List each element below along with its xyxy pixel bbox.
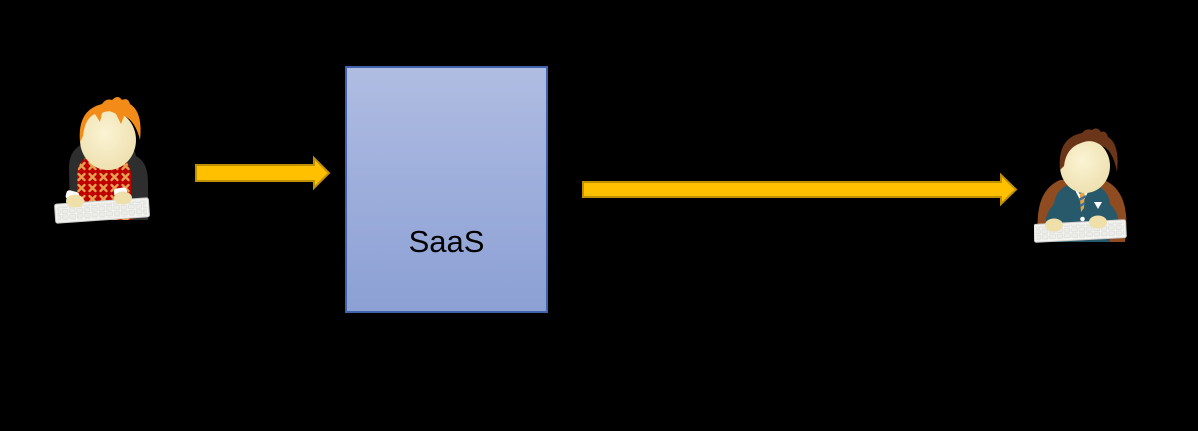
arrow-right-icon [582,172,1018,207]
pocket-square [1094,202,1102,209]
jacket-button [1080,216,1085,222]
face [80,110,136,170]
hand [1089,215,1107,229]
hair [79,97,141,142]
hand [66,194,84,208]
saas-node: SaaS [345,66,548,313]
arrow-right-icon [195,155,331,191]
hand [1045,218,1063,232]
businessman-at-computer-icon [1034,128,1127,243]
hand [114,191,132,205]
face [1060,139,1110,193]
hair [1059,128,1118,172]
casual-user-at-computer-icon [54,97,150,224]
saas-node-label: SaaS [408,224,485,259]
